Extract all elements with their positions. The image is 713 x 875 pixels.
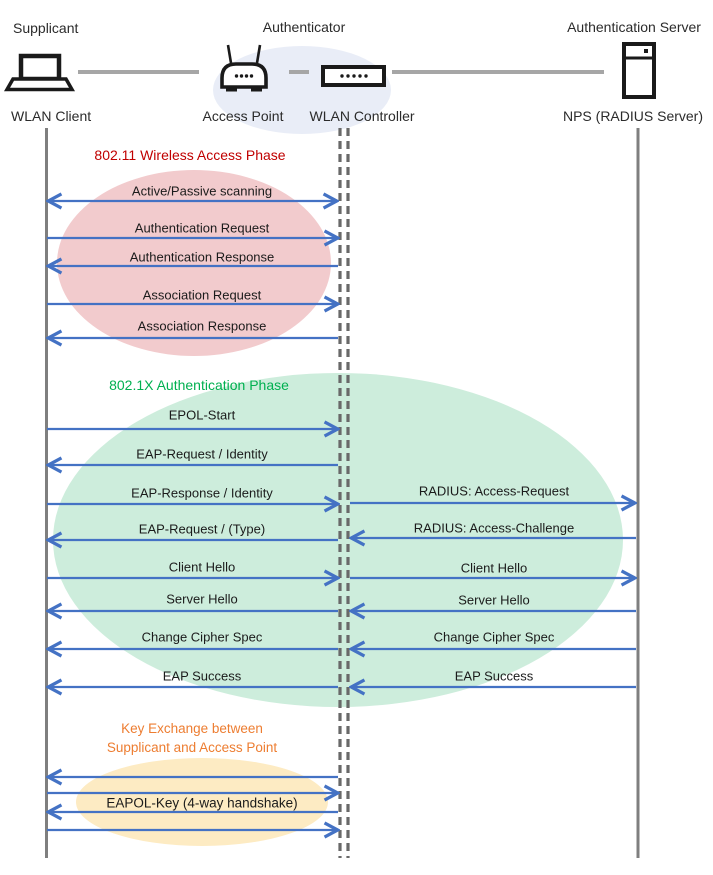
device-label-access-point: Access Point — [202, 108, 284, 124]
message-label: Authentication Request — [134, 220, 270, 236]
message-label: Authentication Response — [129, 249, 275, 265]
access-point-icon — [220, 44, 268, 92]
message-label: RADIUS: Access-Request — [418, 483, 570, 499]
device-label-wlan-controller: WLAN Controller — [309, 108, 415, 124]
wlan-controller-icon — [321, 65, 386, 87]
message-label: Server Hello — [166, 591, 238, 607]
key-exchange-title-line1: Key Exchange between — [121, 721, 263, 736]
message-label: Association Request — [142, 287, 262, 303]
wireless-access-phase-ellipse — [57, 170, 331, 356]
laptop-icon — [3, 53, 76, 92]
role-supplicant: Supplicant — [13, 20, 79, 36]
device-label-nps: NPS (RADIUS Server) — [562, 108, 704, 124]
key-exchange-title-line2: Supplicant and Access Point — [106, 740, 278, 755]
message-label: EAP Success — [454, 668, 534, 684]
message-label: Client Hello — [460, 560, 528, 576]
controller-server-arrows — [350, 503, 636, 687]
message-label: EAP Success — [162, 668, 242, 684]
message-label: Change Cipher Spec — [141, 629, 263, 645]
device-label-wlan-client: WLAN Client — [11, 108, 92, 124]
message-label: EAP-Request / (Type) — [138, 521, 266, 537]
key-exchange-ellipse — [76, 758, 328, 846]
message-label: EPOL-Start — [168, 407, 236, 423]
client-controller-arrows — [47, 201, 338, 830]
role-authenticator: Authenticator — [262, 19, 346, 35]
controller-lifeline — [338, 128, 350, 858]
role-authentication-server: Authentication Server — [567, 19, 701, 35]
message-label: Change Cipher Spec — [433, 629, 555, 645]
server-icon — [622, 42, 656, 99]
message-label: EAPOL-Key (4-way handshake) — [106, 795, 298, 811]
phase-title-key-exchange: Key Exchange between Supplicant and Acce… — [107, 719, 277, 757]
message-label: EAP-Response / Identity — [131, 485, 273, 501]
message-label: Client Hello — [168, 559, 236, 575]
message-label: RADIUS: Access-Challenge — [413, 520, 575, 536]
message-label: EAP-Request / Identity — [136, 446, 268, 462]
message-label: Association Response — [137, 318, 267, 334]
message-label: Server Hello — [458, 592, 530, 608]
phase-title-wireless-access: 802.11 Wireless Access Phase — [94, 147, 286, 163]
phase-title-authentication: 802.1X Authentication Phase — [109, 377, 289, 393]
message-label: Active/Passive scanning — [131, 183, 273, 199]
